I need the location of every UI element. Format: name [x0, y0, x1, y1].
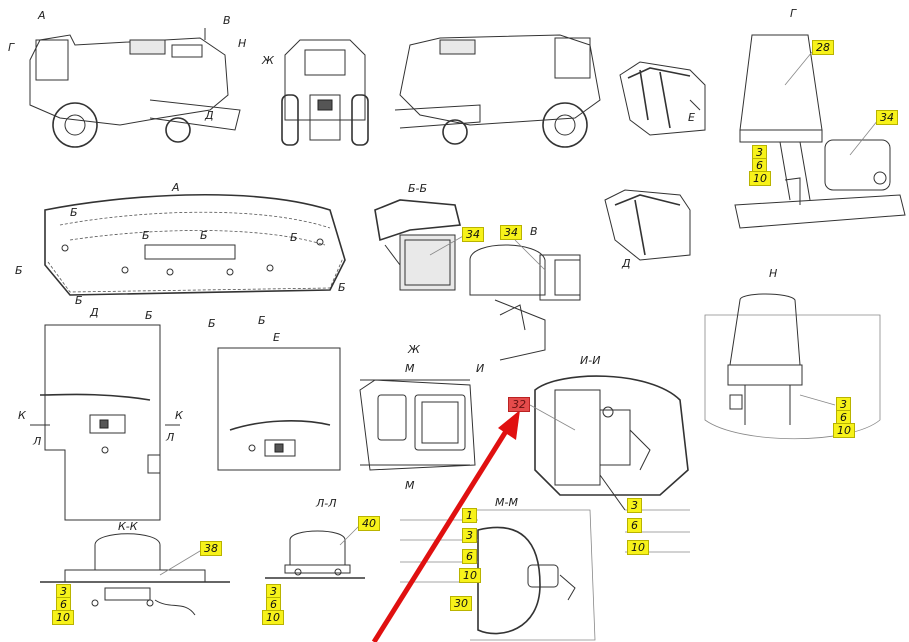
section-ll: [265, 530, 365, 579]
callout-34-top: 34: [876, 110, 898, 125]
arrow-label-l-1: Л: [33, 435, 42, 448]
cab-frame-view-d: [604, 189, 691, 261]
section-title-bb: Б-Б: [408, 182, 428, 195]
arrow-label-e: Е: [688, 111, 695, 124]
callout-1-mm: 1: [462, 508, 477, 523]
combine-side-view-right: [394, 34, 601, 148]
callout-3-ll: 3: [266, 584, 281, 599]
arrow-label-b-8: Б: [208, 317, 216, 330]
leader-lines: [159, 51, 879, 576]
arrow-label-b-4: Б: [290, 231, 298, 244]
callout-30: 30: [450, 596, 472, 611]
arrow-label-v: В: [223, 14, 231, 27]
roof-section-a: [44, 193, 346, 296]
pointer-arrow: [371, 410, 520, 642]
panel-light-e: [217, 347, 341, 471]
beacon-view-g: [734, 34, 906, 229]
arrow-label-b-5: Б: [15, 264, 23, 277]
cab-frame-view-e: [619, 61, 706, 136]
arrow-label-b-9: Б: [258, 314, 266, 327]
arrow-label-l-2: Л: [166, 431, 175, 444]
callout-10-ll: 10: [262, 610, 284, 625]
callout-6-mm: 6: [462, 549, 477, 564]
section-title-a: А: [172, 181, 180, 194]
callout-38: 38: [200, 541, 222, 556]
combine-side-view-left: [29, 28, 241, 148]
arrow-label-b-2: Б: [142, 229, 150, 242]
arrow-label-b-1: Б: [70, 206, 78, 219]
view-title-zh: Ж: [408, 343, 420, 356]
view-title-e: Е: [273, 331, 280, 344]
section-bb: [374, 199, 462, 291]
panel-light-left: [30, 324, 180, 521]
section-kk: [40, 533, 230, 616]
view-title-v: В: [530, 225, 538, 238]
lamp-view-zh: [359, 379, 476, 471]
view-title-g: Г: [790, 7, 797, 20]
callout-28: 28: [812, 40, 834, 55]
callout-10-ii: 10: [627, 540, 649, 555]
arrow-label-a: А: [38, 9, 46, 22]
section-title-ii: И-И: [580, 354, 601, 367]
callout-6-ii: 6: [627, 518, 642, 533]
section-title-mm: М-М: [495, 496, 518, 509]
callout-10-n: 10: [833, 423, 855, 438]
section-title-ll: Л-Л: [316, 497, 337, 510]
callout-3-ii: 3: [627, 498, 642, 513]
arrow-label-d: Д: [205, 109, 214, 122]
arrow-label-g: Г: [8, 41, 15, 54]
arrow-label-d-3: Д: [622, 257, 631, 270]
arrow-label-d-2: Д: [90, 306, 99, 319]
callout-10-top: 10: [749, 171, 771, 186]
arrow-label-n: Н: [238, 37, 247, 50]
view-title-n: Н: [769, 267, 778, 280]
callout-3-mm: 3: [462, 528, 477, 543]
arrow-label-b-10: Б: [338, 281, 346, 294]
arrow-label-i: И: [476, 362, 485, 375]
arrow-label-zh: Ж: [262, 54, 274, 67]
arrow-label-b-7: Б: [145, 309, 153, 322]
arrow-label-m-1: М: [405, 362, 415, 375]
callout-34-v: 34: [500, 225, 522, 240]
callout-40: 40: [358, 516, 380, 531]
section-ii: [534, 375, 690, 553]
section-mm: [400, 509, 596, 641]
arrow-label-b-6: Б: [75, 294, 83, 307]
callout-10-mm: 10: [459, 568, 481, 583]
beacon-view-n: [704, 293, 881, 440]
arrow-label-k-2: К: [175, 409, 183, 422]
beacon-view-v: [469, 244, 581, 361]
callout-32-highlight: 32: [508, 397, 530, 412]
combine-front-view: [281, 39, 369, 146]
callout-10-kk: 10: [52, 610, 74, 625]
arrow-label-b-3: Б: [200, 229, 208, 242]
arrow-label-m-2: М: [405, 479, 415, 492]
callout-6-n: 6: [836, 410, 851, 425]
arrow-label-k-1: К: [18, 409, 26, 422]
section-title-kk: К-К: [118, 520, 138, 533]
callout-34-bb: 34: [462, 227, 484, 242]
